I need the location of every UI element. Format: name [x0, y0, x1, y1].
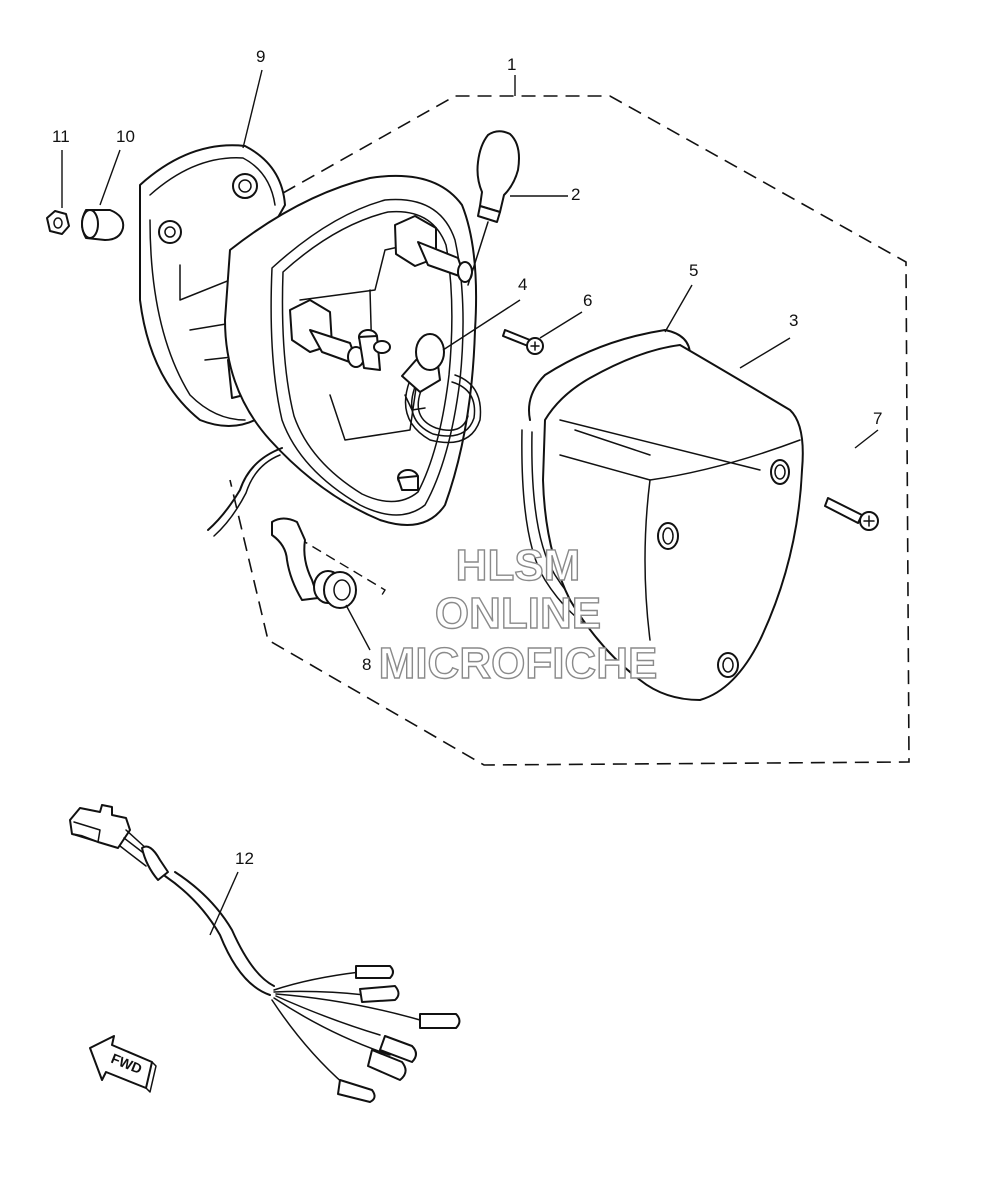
callout-9: 9 [256, 47, 265, 66]
watermark-line-1: HLSM [456, 541, 581, 590]
bulb [467, 130, 520, 286]
callout-7: 7 [873, 409, 882, 428]
callout-1: 1 [507, 55, 516, 74]
callout-4: 4 [518, 275, 527, 294]
watermark: HLSM ONLINE MICROFICHE [378, 540, 658, 688]
bulb-socket [401, 333, 445, 411]
callout-8: 8 [362, 655, 371, 674]
callout-10: 10 [116, 127, 135, 146]
screw-long [824, 497, 879, 531]
lens [542, 344, 804, 701]
callout-6: 6 [583, 291, 592, 310]
nut [46, 210, 70, 235]
watermark-line-3: MICROFICHE [379, 639, 658, 688]
screw-short [502, 329, 544, 355]
fwd-arrow-icon: FWD [89, 1035, 157, 1093]
callouts: 1 2 3 4 5 6 7 8 9 10 11 12 [52, 47, 882, 868]
callout-3: 3 [789, 311, 798, 330]
collar [81, 209, 125, 241]
callout-12: 12 [235, 849, 254, 868]
callout-11: 11 [52, 127, 70, 146]
leader-lines [61, 69, 879, 936]
grommet [271, 517, 357, 609]
callout-5: 5 [689, 261, 698, 280]
watermark-line-2: ONLINE [435, 589, 601, 638]
callout-2: 2 [571, 185, 580, 204]
wire-harness [69, 804, 461, 1103]
lamp-housing [207, 174, 482, 537]
